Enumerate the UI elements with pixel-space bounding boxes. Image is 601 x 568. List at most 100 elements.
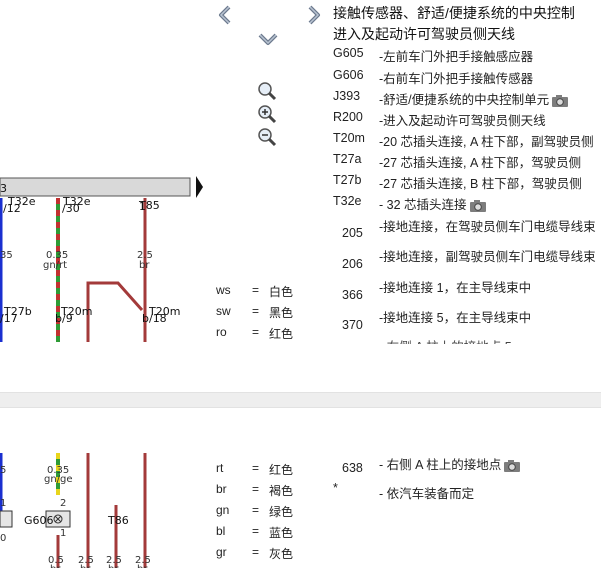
camera-icon[interactable] bbox=[551, 94, 569, 108]
legend-eq: = bbox=[252, 545, 260, 559]
legend-color: 褐色 bbox=[269, 484, 294, 498]
component-label: G606 bbox=[24, 514, 54, 527]
prev-page-button[interactable] bbox=[215, 4, 237, 26]
component-desc: -舒适/便捷系统的中央控制单元 bbox=[379, 89, 569, 108]
component-desc: -左前车门外把手接触感应器 bbox=[379, 50, 534, 64]
wire-spec: br bbox=[50, 564, 61, 568]
wiring-diagram-top: 3 /12 T32e /30 T32e 1 T85 35 0.35 gn/rt … bbox=[0, 176, 203, 342]
component-code: T32e bbox=[333, 194, 362, 208]
wire-spec: 2.5 bbox=[137, 250, 153, 261]
pin-label: T32e bbox=[62, 195, 91, 208]
bar-arrow-icon[interactable] bbox=[196, 176, 203, 198]
next-page-button[interactable] bbox=[302, 4, 324, 26]
prev-icon bbox=[219, 5, 231, 25]
zoom-in-icon bbox=[258, 105, 277, 124]
legend-abbr: gn bbox=[216, 503, 230, 517]
diagram-title: 接触传感器、舒适/便捷系统的中央控制 bbox=[333, 5, 575, 21]
legend-abbr: sw bbox=[216, 304, 231, 318]
component-desc: -右前车门外把手接触传感器 bbox=[379, 72, 534, 86]
pin-label: 1 bbox=[0, 498, 6, 509]
ground-code: * bbox=[333, 481, 338, 495]
legend-eq: = bbox=[252, 461, 260, 475]
pin-label: 5 bbox=[0, 465, 6, 476]
camera-icon[interactable] bbox=[469, 199, 487, 213]
zoom-out-button[interactable] bbox=[256, 126, 278, 148]
component-desc-text: -舒适/便捷系统的中央控制单元 bbox=[379, 93, 550, 107]
legend-color: 黑色 bbox=[269, 306, 294, 320]
wire-spec: 2.5 bbox=[106, 555, 122, 566]
down-icon bbox=[258, 33, 278, 45]
legend-eq: = bbox=[252, 325, 260, 339]
pin-label: T32e bbox=[7, 195, 36, 208]
component-code: T20m bbox=[333, 131, 365, 145]
connector-label: /17 bbox=[0, 312, 18, 325]
connector-label: T20m bbox=[148, 305, 180, 318]
ground-desc: -接地连接 5，在主导线束中 bbox=[379, 311, 532, 325]
wire-spec: 2.5 bbox=[135, 555, 151, 566]
ground-code: 206 bbox=[342, 257, 363, 271]
pin-label: 0 bbox=[0, 533, 6, 544]
connector-label: b/18 bbox=[142, 312, 167, 325]
ground-code: 366 bbox=[342, 288, 363, 302]
component-code: R200 bbox=[333, 110, 363, 124]
zoom-fit-icon bbox=[258, 82, 277, 101]
wire-spec: gn/rt bbox=[43, 260, 67, 271]
ground-code: 370 bbox=[342, 318, 363, 332]
pin-label: /12 bbox=[3, 202, 21, 215]
connector-bar bbox=[0, 177, 191, 197]
wire-spec: 35 bbox=[0, 250, 13, 261]
component-desc-text: - 32 芯插头连接 bbox=[379, 198, 467, 212]
camera-icon[interactable] bbox=[503, 459, 521, 473]
section-separator bbox=[0, 392, 601, 408]
connector-label: T20m bbox=[60, 305, 92, 318]
component-code: G606 bbox=[333, 68, 364, 82]
ground-code: 638 bbox=[342, 461, 363, 475]
component-box-left[interactable] bbox=[0, 510, 13, 528]
component-desc: - 32 芯插头连接 bbox=[379, 194, 487, 213]
wire-spec: gn/ge bbox=[44, 474, 73, 485]
scroll-down-button[interactable] bbox=[257, 28, 279, 50]
wire-spec: 0.35 bbox=[46, 250, 68, 261]
legend-eq: = bbox=[252, 482, 260, 496]
legend-color: 红色 bbox=[269, 327, 294, 341]
ground-code: 205 bbox=[342, 226, 363, 240]
pin-label: /30 bbox=[62, 202, 80, 215]
bar-label: 3 bbox=[0, 182, 7, 195]
pin-label: 1 bbox=[60, 528, 66, 539]
legend-color: 绿色 bbox=[269, 505, 294, 519]
connector-label: T27b bbox=[3, 305, 32, 318]
ground-desc: -接地连接，副驾驶员侧车门电缆导线束 bbox=[379, 250, 596, 264]
wire-spec: br bbox=[108, 564, 119, 568]
legend-abbr: rt bbox=[216, 461, 224, 475]
legend-abbr: bl bbox=[216, 524, 226, 538]
legend-color: 红色 bbox=[269, 463, 294, 477]
connector-label: b/9 bbox=[55, 312, 73, 325]
legend-abbr: ws bbox=[216, 283, 231, 297]
legend-color: 蓝色 bbox=[269, 526, 294, 540]
component-desc: -进入及起动许可驾驶员侧天线 bbox=[379, 114, 546, 128]
wire-spec: 2.5 bbox=[78, 555, 94, 566]
zoom-out-icon bbox=[258, 128, 277, 147]
component-desc: -27 芯插头连接, B 柱下部，驾驶员侧 bbox=[379, 177, 582, 191]
legend-color: 白色 bbox=[269, 285, 294, 299]
component-desc: -20 芯插头连接, A 柱下部，副驾驶员侧 bbox=[379, 135, 594, 149]
ground-desc: -接地连接 1，在主导线束中 bbox=[379, 281, 532, 295]
legend-abbr: ro bbox=[216, 325, 227, 339]
legend-eq: = bbox=[252, 304, 260, 318]
wire-red-loop bbox=[86, 281, 144, 342]
next-icon bbox=[308, 5, 320, 25]
pin-label: 1 bbox=[139, 200, 146, 213]
pin-label: T85 bbox=[138, 199, 160, 212]
sensor-symbol-cross bbox=[54, 515, 62, 523]
ground-desc: -接地连接，在驾驶员侧车门电缆导线束 bbox=[379, 220, 596, 234]
wire-spec: 0.35 bbox=[47, 465, 69, 476]
legend-eq: = bbox=[252, 524, 260, 538]
zoom-in-button[interactable] bbox=[256, 103, 278, 125]
wire-spec: br bbox=[139, 260, 150, 271]
zoom-fit-button[interactable] bbox=[256, 80, 278, 102]
wiring-diagram-bottom: 5 0.35 gn/ge 1 2 G606 1 0 T86 0.5 2.5 2.… bbox=[0, 453, 151, 568]
legend-abbr: gr bbox=[216, 545, 227, 559]
legend-eq: = bbox=[252, 283, 260, 297]
component-code: G605 bbox=[333, 46, 364, 60]
ground-desc-text: - 右侧 A 柱上的接地点 bbox=[379, 458, 502, 472]
